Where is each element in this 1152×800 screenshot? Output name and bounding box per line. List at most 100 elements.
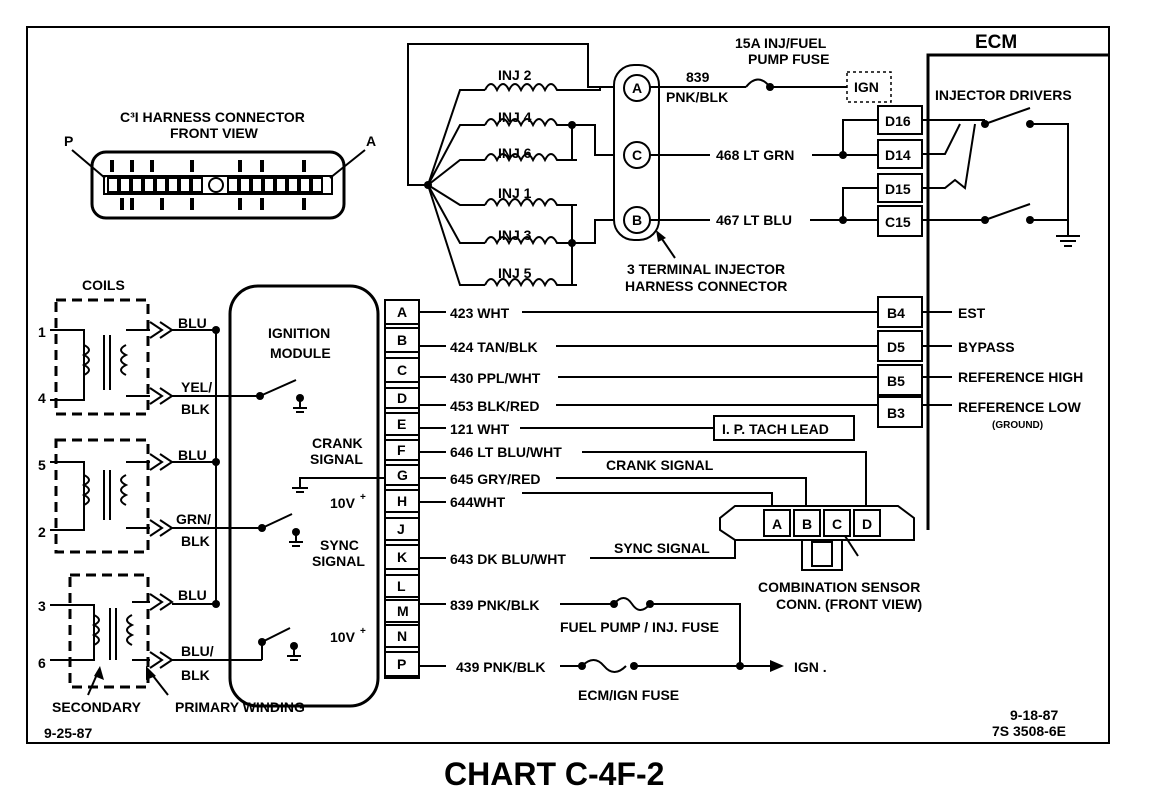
terminal-label-p: P <box>397 656 406 672</box>
inj-connector-line2: HARNESS CONNECTOR <box>625 278 787 294</box>
ecm-pin-b3 <box>877 396 923 428</box>
fuse-top-line1: 15A INJ/FUEL <box>735 35 827 51</box>
ecm-pin-b3-label: B3 <box>887 405 905 421</box>
combination-sensor-line1: COMBINATION SENSOR <box>758 579 920 595</box>
terminal-label-m: M <box>397 603 409 619</box>
coil-num-3: 3 <box>38 598 46 614</box>
wire-646: 646 LT BLU/WHT <box>450 444 562 460</box>
diagram-frame <box>26 26 1110 744</box>
coils-group: COILS 1 4 5 2 3 6 <box>38 277 305 715</box>
terminal-label-e: E <box>397 416 406 432</box>
wire-467: 467 LT BLU <box>716 212 792 228</box>
coil-wire-blk-2: BLK <box>181 533 210 549</box>
terminal-label-d: D <box>397 390 407 406</box>
fuse-top-line2: PUMP FUSE <box>748 51 829 67</box>
ecm-fuse-label: ECM/IGN FUSE <box>578 687 679 703</box>
ten-volt-2: 10V <box>330 629 356 645</box>
coil-pack-1-4 <box>54 298 150 416</box>
ecm-pin-c15-label: C15 <box>885 214 911 230</box>
inj-label-2: INJ 2 <box>498 67 532 83</box>
inj1-coil <box>484 198 577 208</box>
c3i-pin-a: A <box>366 133 376 149</box>
c3i-title-line1: C³I HARNESS CONNECTOR <box>120 109 305 125</box>
sensor-pin-label-d: D <box>862 516 872 532</box>
c3i-pin-p: P <box>64 133 73 149</box>
coil-wire-blu-1: BLU <box>178 315 207 331</box>
terminal-box-n <box>384 624 420 648</box>
sync-signal-line1: SYNC <box>320 537 359 553</box>
signal-wires: 423 WHT 424 TAN/BLK 430 PPL/WHT 453 BLK/… <box>419 305 878 703</box>
sync-signal-label: SYNC SIGNAL <box>614 540 710 556</box>
ecm-pin-b5 <box>877 364 923 396</box>
inj-label-3: INJ 3 <box>498 227 532 243</box>
sensor-pin-label-c: C <box>832 516 842 532</box>
terminal-label-n: N <box>397 628 407 644</box>
terminal-label-j: J <box>397 521 405 537</box>
date-right-1: 9-18-87 <box>1010 707 1058 723</box>
inj3-coil <box>484 236 577 246</box>
sensor-pin-a <box>763 509 791 537</box>
coil-num-2: 2 <box>38 524 46 540</box>
inj-label-1: INJ 1 <box>498 185 532 201</box>
coil-num-1: 1 <box>38 324 46 340</box>
inj-term-a: A <box>632 80 642 96</box>
terminal-box-j <box>384 517 420 541</box>
inj6-coil <box>484 153 577 163</box>
terminal-box-b <box>384 327 420 353</box>
terminal-box-a <box>384 299 420 325</box>
inj5-coil <box>484 278 577 288</box>
wire-430: 430 PPL/WHT <box>450 370 541 386</box>
injector-fuse: 15A INJ/FUEL PUMP FUSE IGN <box>735 35 892 103</box>
inj-term-b: B <box>632 212 642 228</box>
wire-645: 645 GRY/RED <box>450 471 541 487</box>
terminal-box-e <box>384 412 420 436</box>
date-right-2: 7S 3508-6E <box>992 723 1066 739</box>
wire-121: 121 WHT <box>450 421 510 437</box>
terminal-box-d <box>384 387 420 409</box>
sensor-pin-b <box>793 509 821 537</box>
ecm-func-bypass: BYPASS <box>958 339 1015 355</box>
coil-pack-3-6 <box>68 573 150 689</box>
ecm-pin-b5-label: B5 <box>887 373 905 389</box>
coil-wire-blk-1: BLK <box>181 401 210 417</box>
terminal-box-f <box>384 439 420 461</box>
wire-439: 439 PNK/BLK <box>456 659 545 675</box>
ecm-func-ground: (GROUND) <box>992 420 1043 431</box>
wire-424: 424 TAN/BLK <box>450 339 538 355</box>
coil-wire-blk-3: BLK <box>181 667 210 683</box>
ecm-title: ECM <box>975 32 1017 53</box>
sensor-pin-label-a: A <box>772 516 782 532</box>
wire-644: 644WHT <box>450 494 506 510</box>
coil-wire-blu-3: BLU <box>178 587 207 603</box>
coil-wire-yel: YEL/ <box>181 379 212 395</box>
ignition-module-line2: MODULE <box>270 345 331 361</box>
fuel-pump-fuse-label: FUEL PUMP / INJ. FUSE <box>560 619 719 635</box>
terminal-label-g: G <box>397 467 408 483</box>
ign-arrow-label: IGN . <box>794 659 827 675</box>
secondary-label: SECONDARY <box>52 699 142 715</box>
terminal-label-f: F <box>397 442 406 458</box>
wire-453: 453 BLK/RED <box>450 398 539 414</box>
date-left: 9-25-87 <box>44 725 92 741</box>
terminal-box-l <box>384 574 420 598</box>
terminal-box-g <box>384 464 420 486</box>
wire-839-bottom: 839 PNK/BLK <box>450 597 539 613</box>
fuse-ign-label: IGN <box>854 79 879 95</box>
inj-label-4: INJ 4 <box>498 109 532 125</box>
c3i-pins <box>107 177 323 193</box>
coil-num-6: 6 <box>38 655 46 671</box>
terminal-box-m <box>384 599 420 623</box>
coil-num-4: 4 <box>38 390 46 406</box>
ign-box <box>846 71 892 103</box>
terminal-label-h: H <box>397 493 407 509</box>
terminal-label-b: B <box>397 332 407 348</box>
ecm-box: ECM INJECTOR DRIVERS D16 D14 D15 C15 B4 … <box>877 32 1109 530</box>
tach-lead-label: I. P. TACH LEAD <box>722 421 829 437</box>
ignition-module: IGNITION MODULE CRANK SIGNAL SYNC SIGNAL… <box>172 284 385 708</box>
ecm-func-ref-low: REFERENCE LOW <box>958 399 1082 415</box>
coil-pack-5-2 <box>54 438 150 554</box>
terminal-label-l: L <box>397 578 406 594</box>
